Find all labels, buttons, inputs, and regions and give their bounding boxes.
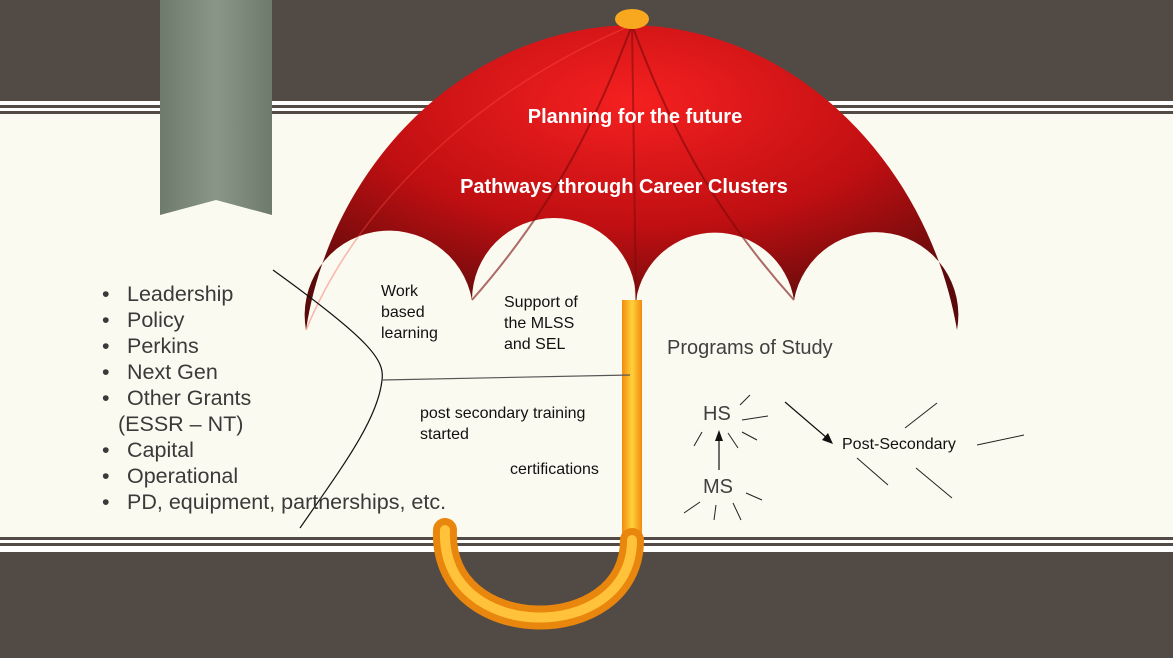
umbrella-title: Planning for the future bbox=[527, 106, 743, 128]
programs-of-study-heading: Programs of Study bbox=[667, 337, 833, 359]
bullet-item: PD, equipment, partnerships, etc. bbox=[102, 489, 446, 515]
bullet-item: Leadership bbox=[102, 281, 446, 307]
hs-label: HS bbox=[703, 403, 731, 425]
bullet-item: Capital bbox=[102, 437, 446, 463]
bookmark-ribbon bbox=[160, 0, 272, 215]
funding-bullet-list: LeadershipPolicyPerkinsNext GenOther Gra… bbox=[102, 281, 446, 515]
post-secondary-label: Post-Secondary bbox=[842, 436, 956, 453]
umbrella-handle bbox=[432, 300, 644, 630]
ms-rays bbox=[683, 492, 763, 521]
bullet-item: Operational bbox=[102, 463, 446, 489]
hs-rays bbox=[693, 394, 769, 449]
hs-to-postsecondary-arrow bbox=[784, 401, 833, 444]
bullet-item: Policy bbox=[102, 307, 446, 333]
ms-to-hs-arrow bbox=[715, 430, 723, 470]
umbrella-tip bbox=[615, 9, 649, 29]
support-mlss-sel-label: Support of the MLSS and SEL bbox=[504, 294, 578, 353]
post-secondary-training-note: post secondary training started bbox=[420, 405, 586, 443]
bullet-item: Perkins bbox=[102, 333, 446, 359]
umbrella-canopy bbox=[304, 24, 959, 331]
ms-label: MS bbox=[703, 476, 733, 498]
bullet-item: (ESSR – NT) bbox=[118, 412, 244, 436]
bullet-item: Other Grants bbox=[102, 385, 446, 411]
umbrella-subtitle: Pathways through Career Clusters bbox=[460, 176, 788, 198]
postsecondary-rays bbox=[856, 402, 1025, 499]
bullet-item: Next Gen bbox=[102, 359, 446, 385]
certifications-note: certifications bbox=[510, 461, 599, 478]
